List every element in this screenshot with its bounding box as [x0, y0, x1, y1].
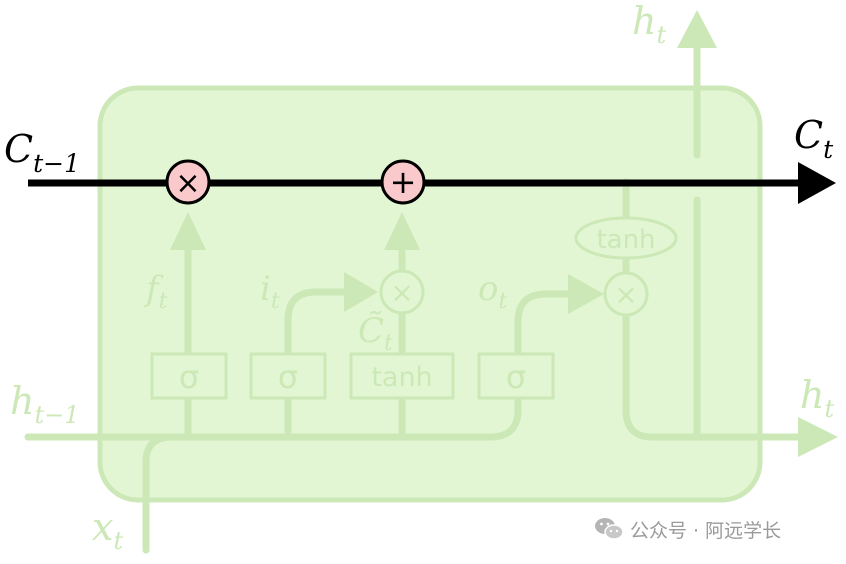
- arrow-forget-up: [170, 212, 206, 250]
- h-out-label: ht: [800, 373, 834, 423]
- input-gate-box: [249, 352, 327, 400]
- output-gate-label: σ: [506, 358, 526, 396]
- forget-gate-label: σ: [179, 358, 199, 396]
- h-prev-label: ht−1: [10, 379, 80, 429]
- c-prev-label: Ct−1: [4, 127, 80, 178]
- arrow-h-up: [677, 10, 717, 48]
- cell-add-circle: [380, 159, 426, 205]
- arrow-output-right: [568, 274, 604, 314]
- c-next-label: Ct: [794, 113, 834, 164]
- gate-boxes: [150, 216, 678, 400]
- forget-gate-box: [150, 352, 228, 400]
- arrow-h-right: [798, 417, 838, 457]
- arrow-input-right: [344, 272, 378, 312]
- wechat-icon: [595, 518, 624, 540]
- watermark: 公众号 · 阿远学长: [594, 514, 781, 544]
- forget-multiply-circle: [165, 159, 211, 205]
- cell-tanh-label: tanh: [596, 225, 655, 255]
- watermark-text: 公众号 · 阿远学长: [630, 519, 782, 542]
- h-top-label: ht: [632, 0, 666, 49]
- input-multiply-circle: [379, 269, 425, 315]
- candidate-label: C̃t: [358, 311, 393, 356]
- input-gate-label: σ: [278, 358, 298, 396]
- input-multiply-symbol: ×: [390, 276, 413, 309]
- cell-state-arrowhead: [798, 162, 836, 204]
- arrow-candidate-up: [384, 212, 420, 250]
- cell-tanh-ellipse: [574, 216, 678, 260]
- output-multiply-circle: [603, 271, 649, 317]
- faded-data-paths: [24, 42, 804, 554]
- cell-add-symbol: +: [390, 163, 417, 201]
- x-label: xt: [92, 505, 123, 555]
- output-gate-box: [477, 352, 555, 400]
- candidate-gate-label: tanh: [371, 362, 432, 393]
- faded-arrowheads: [170, 10, 838, 457]
- candidate-gate-box: [349, 352, 455, 400]
- input-label: it: [260, 269, 280, 314]
- output-multiply-symbol: ×: [614, 278, 637, 311]
- forget-multiply-symbol: ×: [175, 166, 200, 201]
- output-label: ot: [478, 269, 507, 314]
